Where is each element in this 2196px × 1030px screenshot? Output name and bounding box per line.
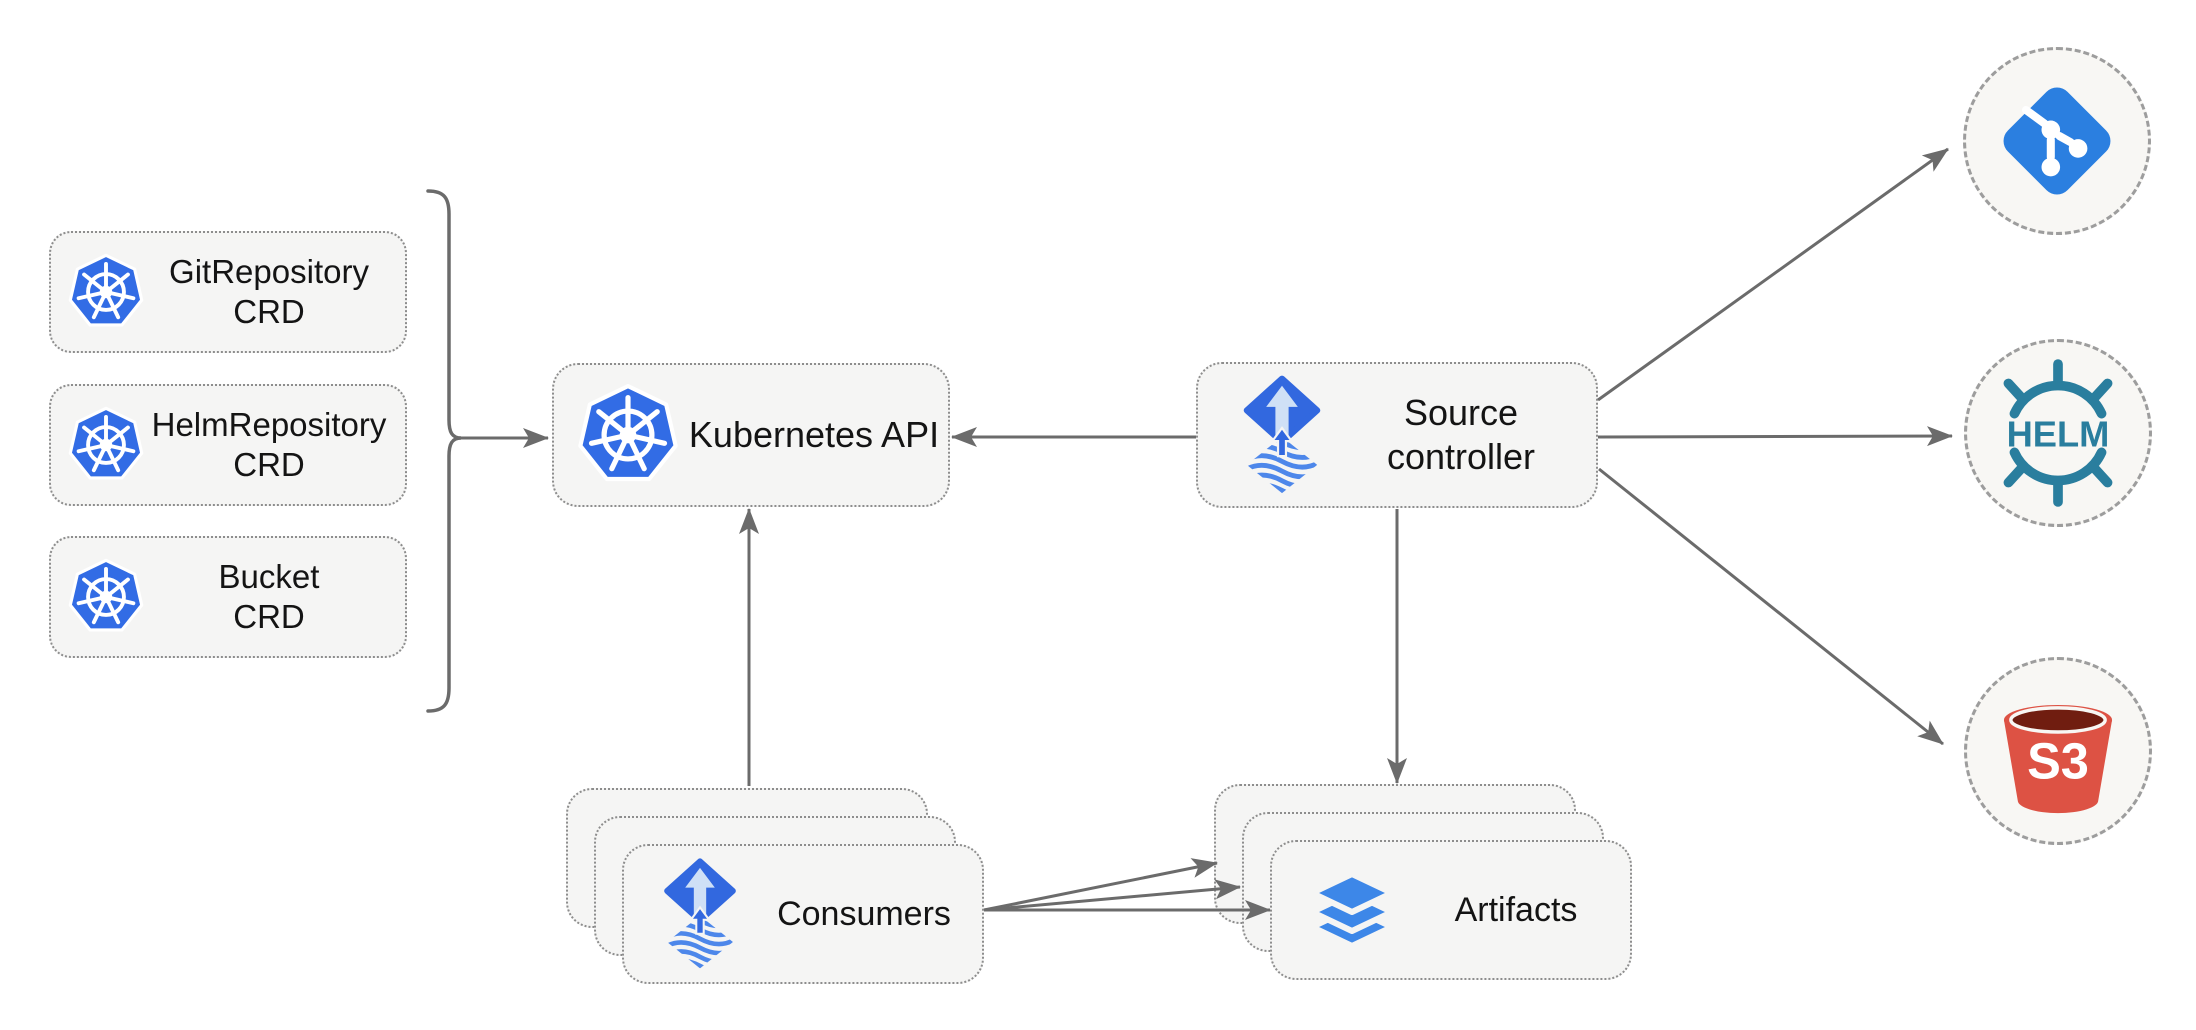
s3-wordmark: S3 xyxy=(2027,733,2089,790)
kubernetes-icon xyxy=(67,558,145,636)
gitrepository-crd-node: GitRepository CRD xyxy=(49,231,407,353)
source-controller-label: Source controller xyxy=(1386,392,1536,477)
helm-icon: HELM xyxy=(1983,358,2133,508)
helm-wordmark: HELM xyxy=(2007,413,2110,454)
consumers-label: Consumers xyxy=(777,894,951,933)
s3-source-circle: S3 xyxy=(1964,657,2152,845)
gitrepository-crd-label: GitRepository CRD xyxy=(169,253,369,330)
kubernetes-icon xyxy=(576,383,680,487)
consumers-node: Consumers xyxy=(622,844,984,984)
helm-source-circle: HELM xyxy=(1964,339,2152,527)
git-icon xyxy=(1995,79,2119,203)
layers-icon xyxy=(1302,858,1402,962)
kubernetes-icon xyxy=(67,253,145,331)
helmrepository-crd-label: HelmRepository CRD xyxy=(151,406,387,483)
source-controller-node: Source controller xyxy=(1196,362,1598,508)
bucket-crd-label: Bucket CRD xyxy=(218,558,320,635)
artifacts-label: Artifacts xyxy=(1454,890,1578,929)
bucket-crd-node: Bucket CRD xyxy=(49,536,407,658)
flux-icon xyxy=(654,858,746,970)
helmrepository-crd-node: HelmRepository CRD xyxy=(49,384,407,506)
kubernetes-api-node: Kubernetes API xyxy=(552,363,950,507)
git-source-circle xyxy=(1963,47,2151,235)
flux-icon xyxy=(1238,374,1326,496)
kubernetes-api-label: Kubernetes API xyxy=(688,414,940,455)
artifacts-node: Artifacts xyxy=(1270,840,1632,980)
s3-bucket-icon: S3 xyxy=(1989,682,2127,820)
kubernetes-icon xyxy=(67,406,145,484)
